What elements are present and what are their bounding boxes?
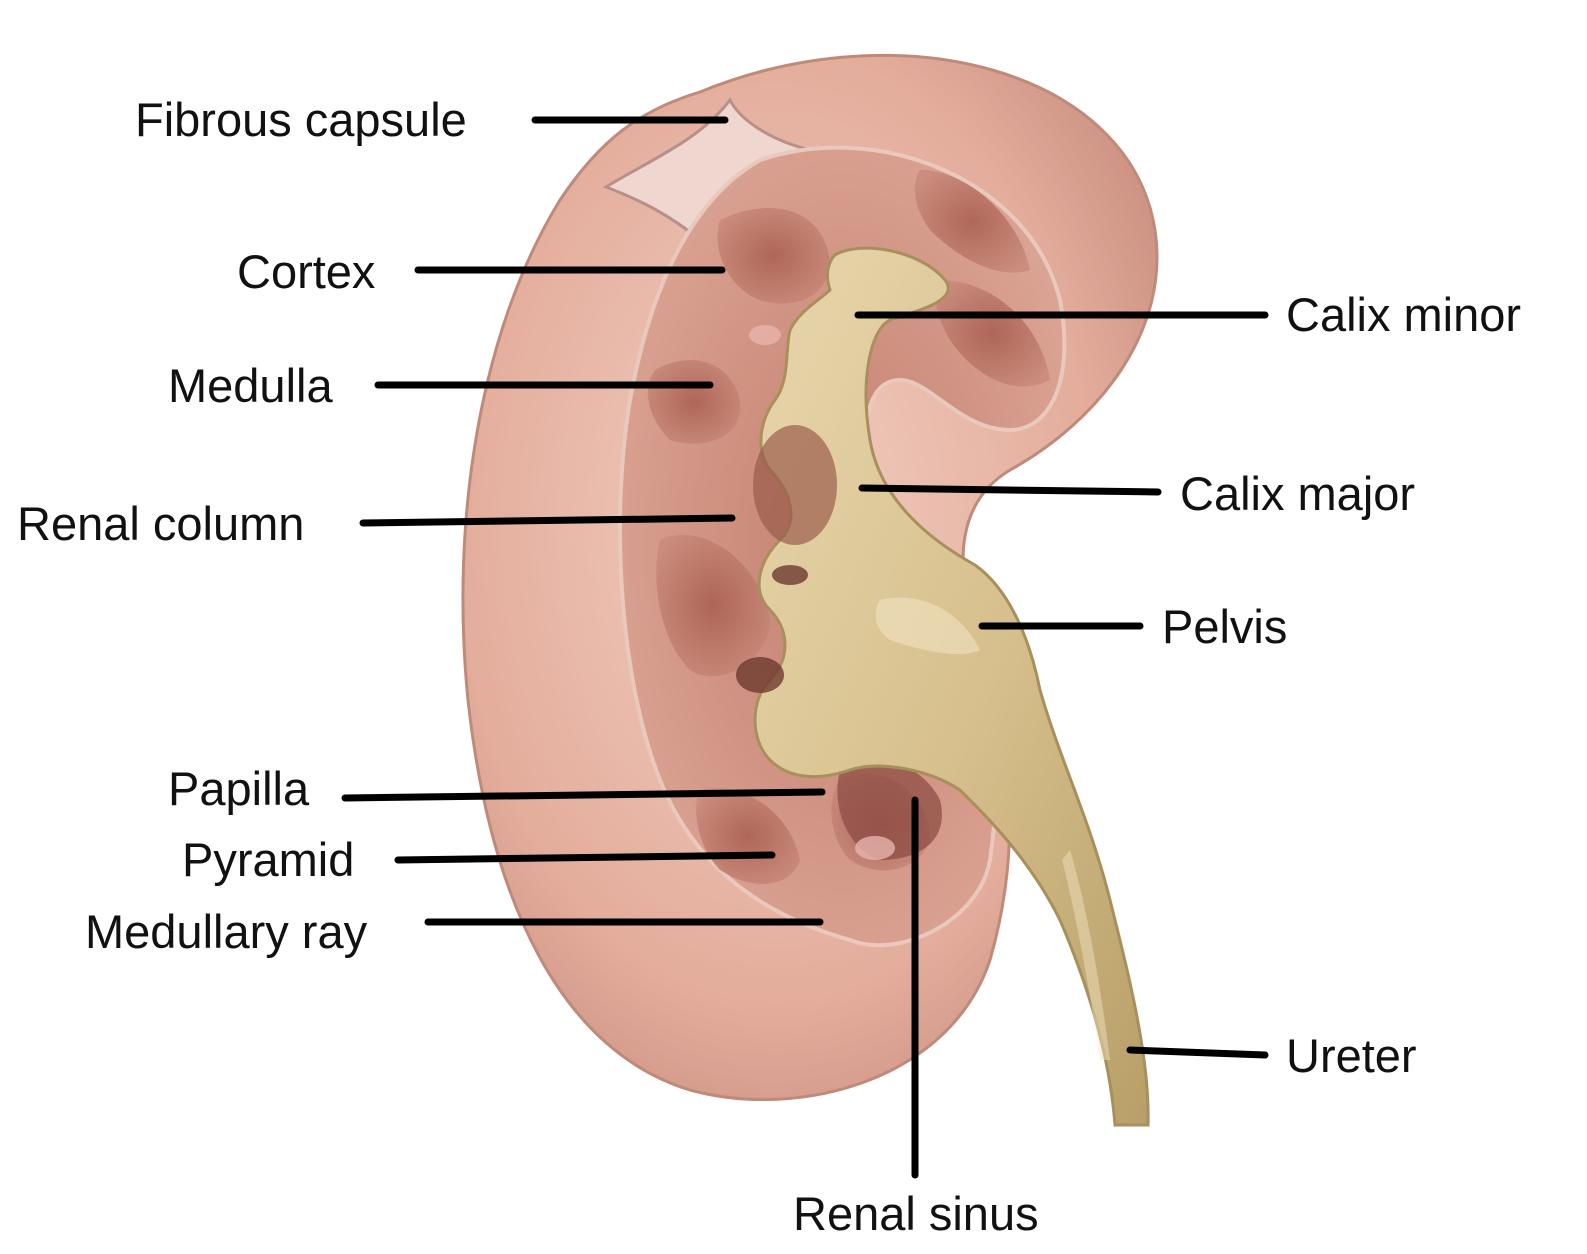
label-ureter: Ureter xyxy=(1286,1029,1417,1082)
label-pelvis: Pelvis xyxy=(1162,600,1287,653)
leader-ureter xyxy=(1130,1050,1265,1055)
label-papilla: Papilla xyxy=(168,762,310,815)
label-pyramid: Pyramid xyxy=(182,833,354,886)
label-medulla: Medulla xyxy=(168,359,333,412)
label-cortex: Cortex xyxy=(237,245,375,298)
leader-renal-column xyxy=(363,518,732,523)
label-renal-column: Renal column xyxy=(17,497,304,550)
label-calix-major: Calix major xyxy=(1180,467,1415,520)
label-renal-sinus: Renal sinus xyxy=(793,1187,1039,1240)
label-fibrous-capsule: Fibrous capsule xyxy=(135,93,467,146)
label-medullary-ray: Medullary ray xyxy=(85,905,368,958)
label-calix-minor: Calix minor xyxy=(1286,288,1521,341)
leader-pyramid xyxy=(398,855,772,860)
leader-calix-major xyxy=(862,488,1158,492)
